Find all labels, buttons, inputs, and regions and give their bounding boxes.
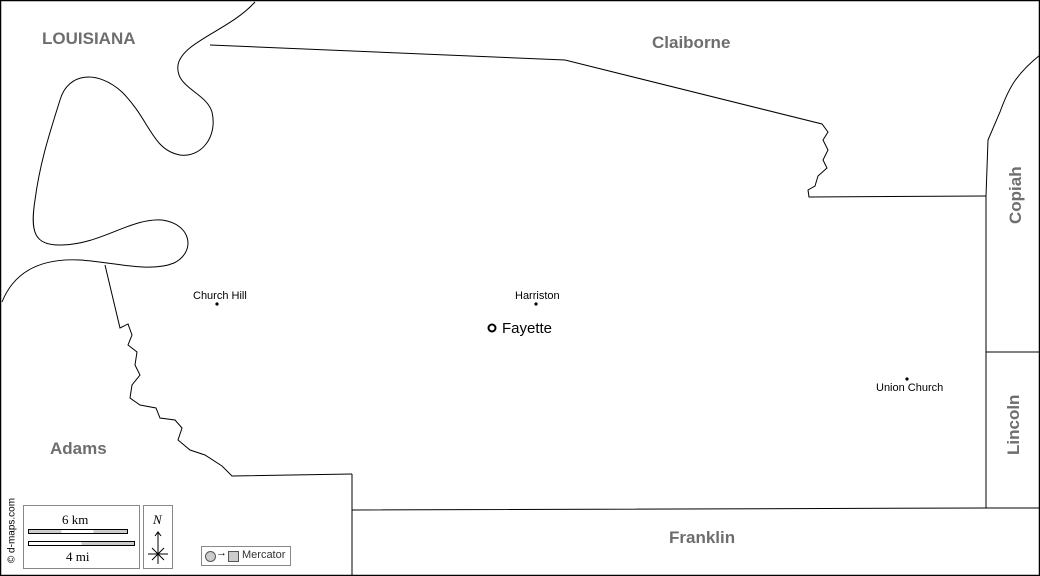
region-label-copiah: Copiah — [1006, 166, 1025, 224]
copyright-text: © d-maps.com — [6, 497, 18, 564]
projection-label: Mercator — [242, 549, 286, 561]
town-dot-church-hill — [215, 302, 219, 306]
region-label-louisiana: LOUISIANA — [42, 29, 136, 48]
map-square-icon — [228, 551, 239, 562]
projection-legend: → Mercator — [201, 546, 291, 566]
river-bank — [1, 1, 256, 303]
scale-mi-bar — [28, 541, 135, 546]
region-label-franklin: Franklin — [669, 528, 736, 547]
scale-bar: 6 km 4 mi — [23, 505, 140, 569]
town-label-harriston: Harriston — [515, 290, 560, 302]
county-boundary-south — [351, 507, 1040, 511]
scale-mi-label: 4 mi — [66, 549, 90, 564]
county-seat-marker-fayette — [487, 323, 497, 333]
region-label-claiborne: Claiborne — [652, 33, 731, 52]
north-arrow: N — [143, 505, 173, 569]
globe-icon — [205, 551, 216, 562]
county-boundary-east — [985, 54, 1040, 508]
town-label-fayette: Fayette — [502, 320, 553, 337]
region-label-adams: Adams — [50, 439, 107, 458]
town-label-church-hill: Church Hill — [193, 290, 247, 302]
town-dot-harriston — [534, 302, 538, 306]
north-label: N — [153, 512, 162, 527]
region-label-lincoln: Lincoln — [1004, 394, 1023, 455]
town-label-union-church: Union Church — [876, 382, 944, 394]
county-boundary-west — [104, 264, 353, 477]
scale-km-bar — [28, 529, 128, 534]
arrow-icon: → — [216, 547, 227, 559]
county-boundary-north — [209, 44, 987, 198]
compass-icon — [148, 531, 168, 564]
scale-km-label: 6 km — [62, 512, 89, 527]
town-dot-union-church — [905, 377, 909, 381]
